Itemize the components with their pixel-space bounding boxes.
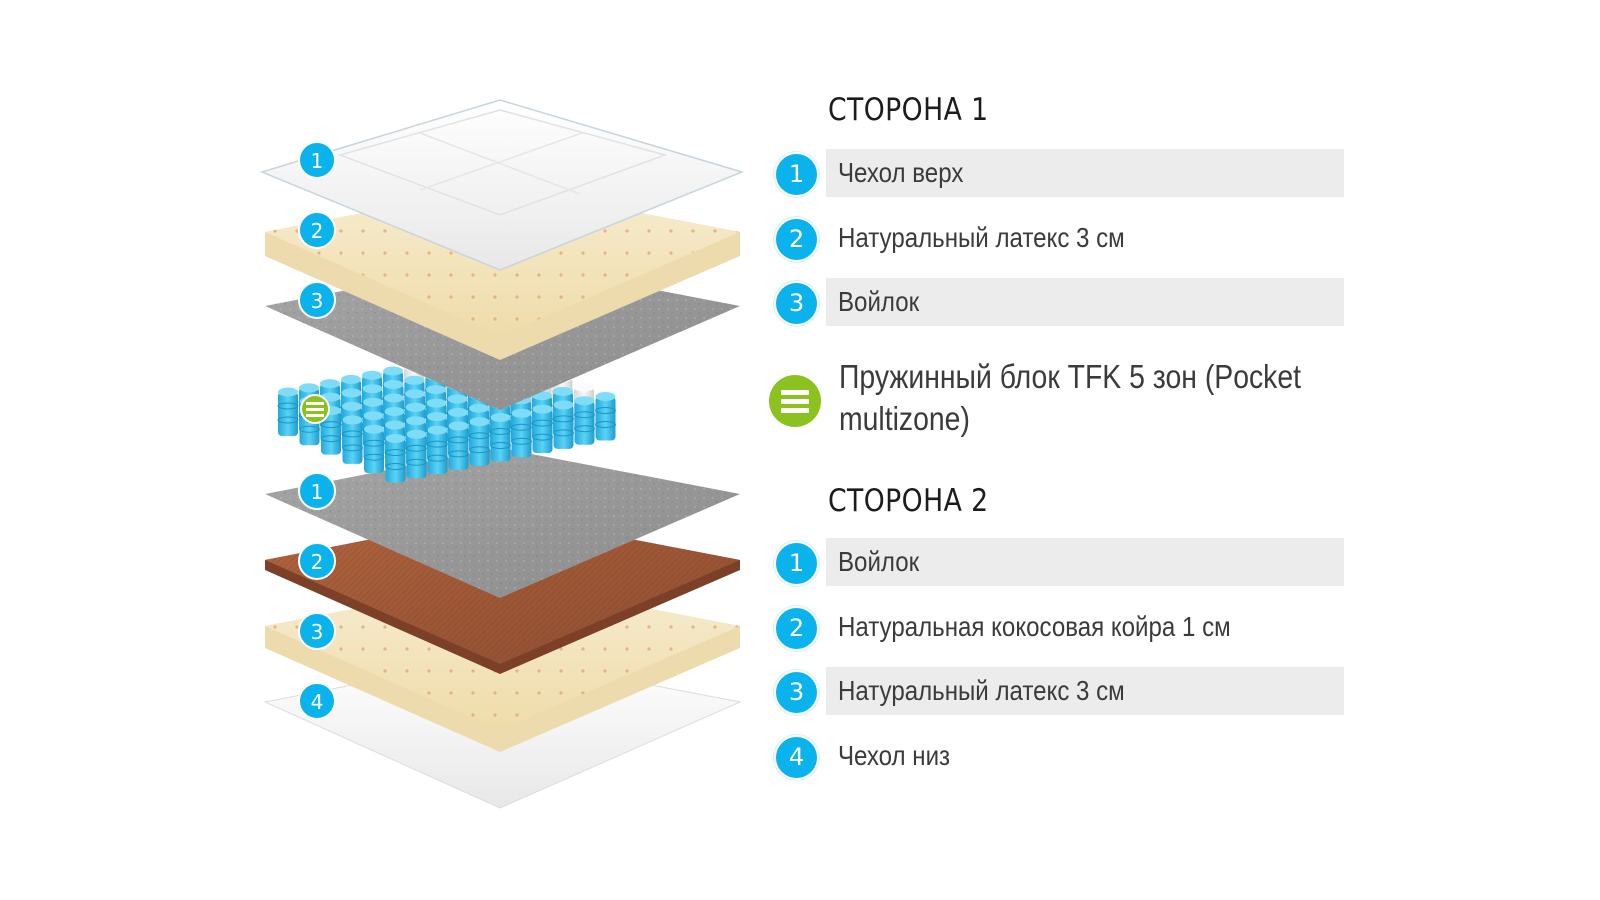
svg-text:3: 3 [311, 620, 324, 644]
illustration-badge-spring [300, 394, 330, 424]
illustration-badge-bottom-4: 4 [298, 682, 336, 720]
spring-coil [427, 425, 448, 475]
spring-coil [574, 396, 595, 445]
spring-coil [385, 434, 406, 483]
layer-label: Натуральный латекс 3 см [838, 222, 1125, 253]
layer-label: Войлок [838, 546, 920, 577]
svg-text:3: 3 [311, 289, 324, 313]
svg-text:2: 2 [311, 550, 324, 574]
legend-row-side1-3: 3 Войлок [774, 278, 1344, 326]
layer-label: Войлок [838, 286, 920, 317]
number-badge: 3 [774, 281, 819, 326]
spring-coil [511, 408, 532, 458]
number-badge: 1 [774, 541, 819, 586]
legend-row-side2-1: 1 Войлок [774, 538, 1344, 586]
svg-text:1: 1 [311, 149, 324, 173]
spring-coil [595, 392, 616, 441]
side1-heading: СТОРОНА 1 [828, 92, 989, 128]
illustration-badge-bottom-2: 2 [298, 542, 336, 580]
spring-coil [469, 417, 490, 466]
layer-label: Натуральная кокосовая койра 1 см [838, 611, 1231, 642]
legend-row-side2-2: 2 Натуральная кокосовая койра 1 см [774, 603, 1344, 651]
spring-block-icon [769, 375, 821, 427]
illustration-badge-top-3: 3 [298, 281, 336, 319]
felt-layer-bottom [265, 448, 740, 598]
legend-row-side2-4: 4 Чехол низ [774, 732, 1344, 780]
svg-text:1: 1 [311, 480, 324, 504]
spring-coil [406, 429, 427, 479]
row-shade [826, 667, 1344, 715]
svg-text:4: 4 [311, 690, 324, 714]
spring-coil [342, 415, 363, 464]
legend-row-side1-2: 2 Натуральный латекс 3 см [774, 214, 1344, 262]
illustration-badge-top-1: 1 [298, 141, 336, 179]
svg-text:2: 2 [311, 219, 324, 243]
row-shade [826, 538, 1344, 586]
spring-coil [448, 421, 469, 470]
row-shade [826, 149, 1344, 197]
legend-row-side1-1: 1 Чехол верх [774, 149, 1344, 197]
legend-row-side2-3: 3 Натуральный латекс 3 см [774, 667, 1344, 715]
side2-heading: СТОРОНА 2 [828, 483, 989, 519]
number-badge: 3 [774, 670, 819, 715]
spring-coil [490, 413, 511, 462]
layer-label: Чехол верх [838, 157, 964, 188]
illustration-badge-top-2: 2 [298, 211, 336, 249]
number-badge: 2 [774, 606, 819, 651]
number-badge: 1 [774, 152, 819, 197]
layer-label: Чехол низ [838, 740, 951, 771]
illustration-badges: 1 2 3 1 2 3 4 [298, 141, 336, 720]
row-shade [826, 278, 1344, 326]
illustration-badge-bottom-1: 1 [298, 472, 336, 510]
number-badge: 2 [774, 217, 819, 262]
number-badge: 4 [774, 735, 819, 780]
layer-label: Натуральный латекс 3 см [838, 675, 1125, 706]
legend-row-spring-block: Пружинный блок TFK 5 зон (Pocket multizo… [769, 356, 1369, 446]
spring-coil [363, 424, 385, 474]
spring-coil [277, 387, 299, 436]
spring-coil [553, 400, 574, 449]
top-cover-layer [259, 99, 745, 271]
spring-block-label: Пружинный блок TFK 5 зон (Pocket multizo… [839, 358, 1302, 437]
spring-coil [532, 404, 553, 454]
illustration-badge-bottom-3: 3 [298, 612, 336, 650]
